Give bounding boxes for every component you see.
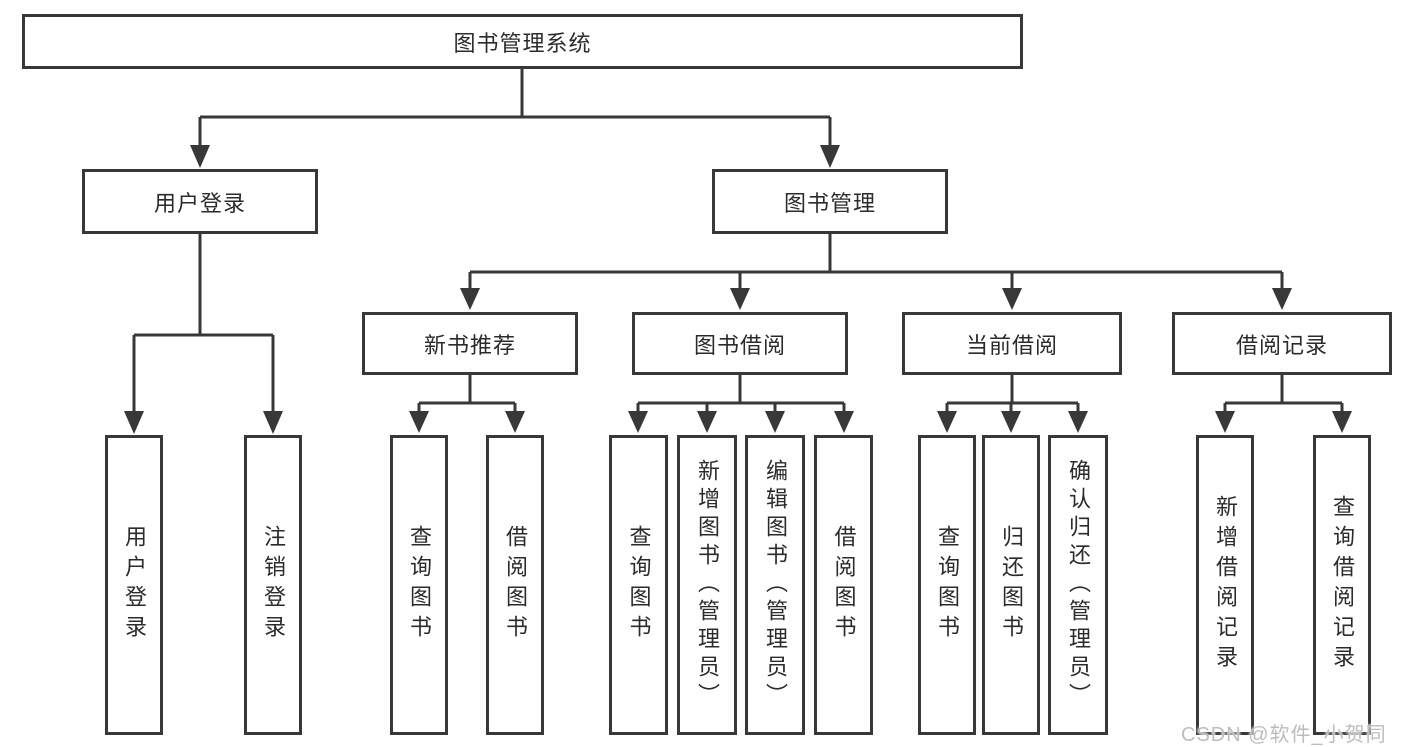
arrowheads-current-borrow-leaves [937, 411, 1088, 433]
connector-book-borrow-branch [636, 375, 846, 412]
arrow-down-icon [1332, 411, 1352, 433]
leaf-borrow-add-books-admin: 新增图书（管理员） [677, 435, 737, 735]
node-label: 当前借阅 [965, 332, 1058, 358]
connector-current-borrow-branch [945, 375, 1080, 412]
node-label: 查询图书 [935, 525, 960, 645]
node-label: 图书管理 [783, 190, 876, 216]
arrow-down-icon [505, 411, 525, 433]
arrow-down-icon [820, 145, 840, 168]
connector-user-login-branch [132, 234, 275, 412]
node-label: 新增借阅记录 [1213, 495, 1238, 675]
node-book-management-branch: 图书管理 [712, 169, 948, 234]
leaf-newrec-borrow-books: 借阅图书 [486, 435, 544, 735]
leaf-borrow-query-books: 查询图书 [609, 435, 668, 735]
node-label: 借阅图书 [831, 525, 857, 645]
leaf-records-query-record: 查询借阅记录 [1313, 435, 1371, 735]
node-current-borrow: 当前借阅 [902, 312, 1122, 375]
csdn-watermark: CSDN @软件_小贺同学 [1181, 724, 1387, 746]
node-root-system: 图书管理系统 [22, 14, 1023, 69]
node-user-login-branch: 用户登录 [82, 169, 318, 234]
arrowheads-level2 [190, 145, 840, 168]
node-book-borrow: 图书借阅 [632, 312, 848, 375]
arrow-down-icon [409, 411, 429, 433]
arrow-down-icon [124, 411, 144, 434]
node-borrow-records: 借阅记录 [1172, 312, 1392, 375]
arrow-down-icon [460, 288, 480, 310]
node-label: 借阅图书 [503, 525, 528, 645]
leaf-current-query-books: 查询图书 [918, 435, 976, 735]
connector-book-mgmt-branch [468, 234, 1284, 289]
node-label: 查询借阅记录 [1330, 495, 1355, 675]
node-label: 编辑图书（管理员） [763, 459, 788, 711]
arrow-down-icon [937, 411, 957, 433]
connector-new-book-branch [417, 375, 517, 412]
arrowheads-new-book-leaves [409, 411, 525, 433]
leaf-user-login: 用户登录 [105, 435, 163, 735]
arrow-down-icon [697, 411, 717, 433]
connector-borrow-records-branch [1223, 375, 1344, 412]
node-label: 用户登录 [153, 190, 246, 216]
arrow-down-icon [628, 411, 648, 433]
leaf-current-confirm-return-admin: 确认归还（管理员） [1048, 435, 1108, 735]
arrow-down-icon [1215, 411, 1235, 433]
arrow-down-icon [730, 288, 750, 310]
node-label: 新增图书（管理员） [695, 459, 720, 711]
node-label: 新书推荐 [423, 332, 516, 358]
arrowheads-book-borrow-leaves [628, 411, 854, 433]
node-label: 用户登录 [122, 525, 147, 645]
arrowheads-user-login-leaves [124, 411, 283, 434]
arrow-down-icon [1272, 288, 1292, 310]
leaf-borrow-edit-books-admin: 编辑图书（管理员） [745, 435, 805, 735]
node-label: 归还图书 [999, 525, 1024, 645]
arrow-down-icon [1002, 288, 1022, 310]
node-label: 注销登录 [261, 525, 286, 645]
node-new-book-recommend: 新书推荐 [362, 312, 578, 375]
node-label: 借阅记录 [1235, 332, 1328, 358]
leaf-current-return-books: 归还图书 [982, 435, 1040, 735]
leaf-logout: 注销登录 [244, 435, 302, 735]
arrowheads-borrow-records-leaves [1215, 411, 1352, 433]
node-label: 图书管理系统 [453, 30, 592, 56]
connector-root-to-level2 [198, 69, 832, 147]
node-label: 图书借阅 [693, 332, 786, 358]
arrow-down-icon [1001, 411, 1021, 433]
arrow-down-icon [765, 411, 785, 433]
leaf-records-add-record: 新增借阅记录 [1196, 435, 1254, 735]
arrow-down-icon [834, 411, 854, 433]
arrow-down-icon [263, 411, 283, 434]
arrow-down-icon [190, 145, 210, 168]
node-label: 查询图书 [407, 525, 432, 645]
node-label: 查询图书 [626, 525, 652, 645]
leaf-borrow-borrow-books: 借阅图书 [814, 435, 873, 735]
arrow-down-icon [1068, 411, 1088, 433]
arrowheads-level3 [460, 288, 1292, 310]
leaf-newrec-query-books: 查询图书 [390, 435, 448, 735]
node-label: 确认归还（管理员） [1066, 459, 1091, 711]
